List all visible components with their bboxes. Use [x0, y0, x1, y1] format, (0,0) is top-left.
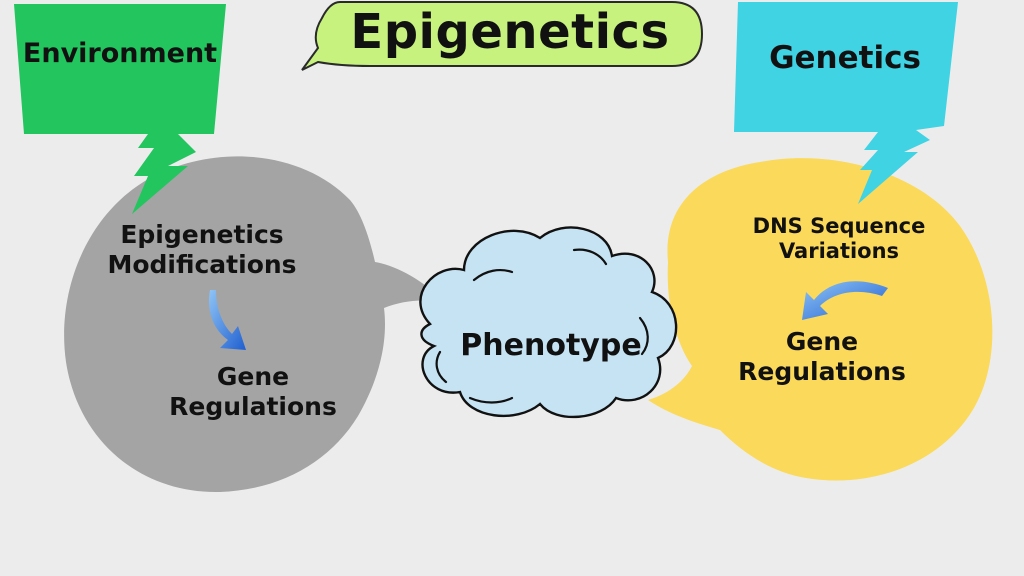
phenotype-cloud	[419, 226, 678, 419]
left-arrow-icon	[208, 290, 246, 350]
genetics-box	[734, 2, 958, 204]
genetics-label: Genetics	[769, 40, 921, 76]
right-bubble	[648, 158, 993, 481]
right-gene-regulations-label: Gene Regulations	[738, 327, 906, 386]
diagram-title: Epigenetics	[350, 4, 670, 60]
phenotype-label: Phenotype	[460, 328, 642, 363]
left-gene-regulations-label: Gene Regulations	[169, 362, 337, 421]
epigenetics-modifications-label: Epigenetics Modifications	[107, 220, 297, 279]
title-bubble	[301, 0, 704, 71]
environment-label: Environment	[22, 38, 218, 69]
right-arrow-icon	[802, 281, 888, 320]
left-bubble	[64, 156, 447, 493]
dns-sequence-variations-label: DNS Sequence Variations	[752, 214, 926, 264]
environment-box	[14, 4, 226, 214]
